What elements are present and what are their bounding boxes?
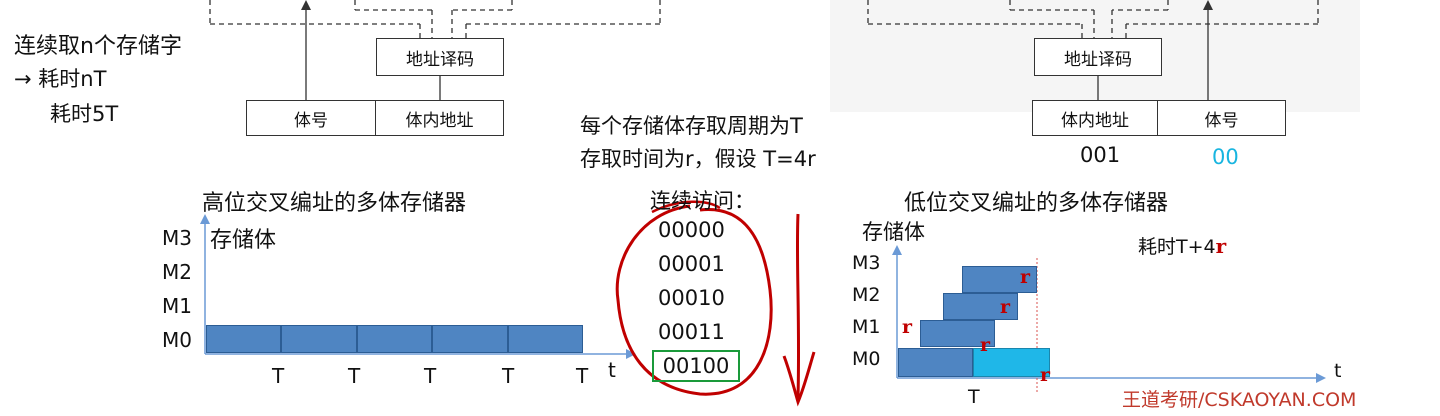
hi-tick-label: T — [502, 364, 515, 388]
lo-tick-label: T — [968, 386, 980, 408]
address-item: 00010 — [658, 286, 725, 310]
lo-module-label-m2: M2 — [852, 284, 881, 306]
hi-t-axis-label: t — [608, 358, 616, 382]
hi-y-axis-label: 存储体 — [210, 228, 277, 253]
address-item: 00001 — [658, 252, 725, 276]
r-mark: r — [1000, 296, 1011, 318]
left-field-bank-number: 体号 — [247, 101, 376, 135]
lo-block-m3 — [962, 266, 1037, 293]
lo-y-axis-label: 存储体 — [862, 220, 925, 244]
left-address-register: 体号 体内地址 — [246, 100, 504, 136]
right-address-decoder: 地址译码 — [1034, 38, 1162, 76]
hi-block-m0 — [507, 325, 583, 353]
note-access-cycle: 每个存储体存取周期为T — [580, 114, 803, 138]
lo-block-m2 — [943, 293, 1018, 320]
lo-block-m1 — [920, 320, 995, 347]
lo-time-note: 耗时T+4r — [1138, 234, 1227, 258]
hi-module-label-m1: M1 — [162, 294, 192, 318]
hi-block-m0 — [432, 325, 508, 353]
hi-chart-title: 高位交叉编址的多体存储器 — [202, 191, 467, 216]
handdrawn-circle — [615, 204, 773, 396]
hi-tick-label: T — [272, 364, 285, 388]
left-up-arrow-head — [301, 0, 311, 10]
hi-block-m0 — [356, 325, 433, 353]
r-mark: r — [980, 334, 991, 356]
r-mark: r — [1040, 364, 1051, 386]
note-time-nT: → 耗时nT — [14, 67, 107, 91]
lo-module-label-m1: M1 — [852, 316, 881, 338]
watermark: 王道考研/CSKAOYAN.COM — [1122, 389, 1357, 411]
left-dashed-lines — [209, 0, 661, 38]
address-item: 00011 — [658, 320, 725, 344]
lo-block-m0 — [898, 348, 973, 377]
lo-chart-title: 低位交叉编址的多体存储器 — [904, 191, 1169, 216]
hi-tick-label: T — [424, 364, 437, 388]
right-dashed-lines — [867, 0, 1319, 38]
lo-module-label-m0: M0 — [852, 348, 881, 370]
r-mark: r — [1020, 266, 1031, 288]
sequence-title: 连续访问： — [650, 189, 755, 213]
hi-block-m0 — [206, 325, 282, 353]
hi-tick-label: T — [576, 364, 589, 388]
right-inner-address-value: 001 — [1080, 143, 1121, 167]
left-address-decoder: 地址译码 — [376, 38, 504, 76]
handdrawn-down-arrow — [795, 213, 801, 399]
right-address-register: 体内地址 体号 — [1032, 100, 1286, 136]
hi-tick-label: T — [348, 364, 361, 388]
note-time-5T: 耗时5T — [50, 102, 119, 126]
lo-block-m0-second — [973, 348, 1050, 377]
r-mark: r — [902, 316, 913, 338]
address-item-highlighted: 00100 — [652, 350, 740, 382]
address-item: 00000 — [658, 218, 725, 242]
right-bank-number-value: 00 — [1212, 145, 1239, 169]
note-continuous-n-words: 连续取n个存储字 — [14, 34, 182, 59]
hi-module-label-m3: M3 — [162, 226, 192, 250]
hi-module-label-m0: M0 — [162, 328, 192, 352]
hi-module-label-m2: M2 — [162, 260, 192, 284]
note-access-time: 存取时间为r，假设 T=4r — [580, 147, 816, 171]
hi-block-m0 — [281, 325, 357, 353]
lo-t-axis-label: t — [1334, 360, 1342, 382]
left-field-inner-address: 体内地址 — [405, 110, 474, 131]
lo-module-label-m3: M3 — [852, 252, 881, 274]
right-field-bank-number: 体号 — [1204, 110, 1239, 131]
right-field-inner-address: 体内地址 — [1033, 101, 1159, 135]
